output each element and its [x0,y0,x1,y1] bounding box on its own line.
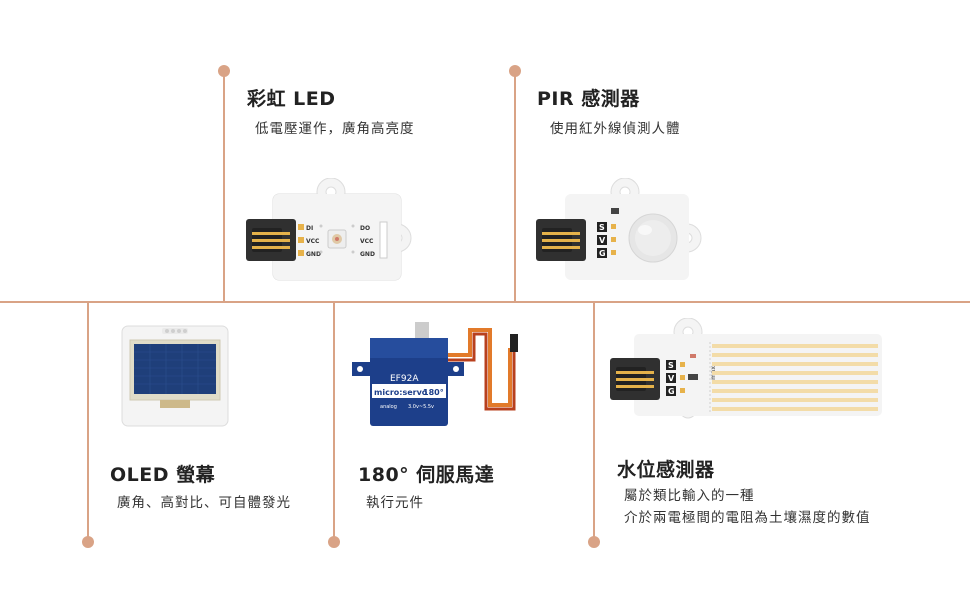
rainbow-led-pin-di: DI [306,225,313,232]
servo-model-label: EF92A [390,374,419,384]
pir-pin-s: S [599,223,605,232]
timeline-dot-servo [328,536,340,548]
servo-title: 180° 伺服馬達 [358,464,495,486]
rainbow-led-title: 彩虹 LED [247,88,336,110]
rainbow-led-pin-do: DO [360,225,370,232]
timeline-horizontal [0,301,970,303]
connector-servo [333,302,335,542]
pir-title: PIR 感測器 [537,88,640,110]
water-title: 水位感測器 [617,459,715,481]
water-desc-line1: 屬於類比輸入的一種 [624,488,755,504]
connector-water [593,302,595,542]
water-pin-g: G [668,387,675,396]
water-desc-line2: 介於兩電極間的電阻為土壤濕度的數值 [624,510,871,526]
rainbow-led-pin-gnd-left: GND [306,251,321,258]
pir-module-image: S V G [536,178,702,280]
rainbow-led-desc: 低電壓運作，廣角高亮度 [255,121,415,137]
servo-voltage-label: 3.0v~5.5v [408,404,434,410]
rainbow-led-pin-vcc-left: VCC [306,238,320,245]
rainbow-led-pin-vcc-right: VCC [360,238,374,245]
connector-pir [514,72,516,302]
servo-brand-label: micro:servo [374,388,428,397]
rainbow-led-pin-gnd-right: GND [360,251,375,258]
water-pin-s: S [668,361,674,370]
water-sensor-image: S V G max [610,318,882,419]
oled-title: OLED 螢幕 [110,464,216,486]
oled-desc: 廣角、高對比、可自體發光 [117,495,291,511]
rainbow-led-module-image: DI VCC GND DO VCC GND [246,178,412,281]
servo-angle-label: 180° [423,388,444,397]
timeline-dot-water [588,536,600,548]
timeline-dot-rainbow-led [218,65,230,77]
timeline-dot-oled [82,536,94,548]
water-pin-v: V [668,374,675,383]
pir-desc: 使用紅外線偵測人體 [550,121,681,137]
connector-rainbow-led [223,72,225,302]
pir-pin-v: V [599,236,606,245]
pir-pin-g: G [599,249,606,258]
servo-desc: 執行元件 [366,495,424,511]
connector-oled [87,302,89,542]
timeline-dot-pir [509,65,521,77]
servo-type-label: analog [380,404,397,410]
servo-image: EF92A micro:servo 180° analog 3.0v~5.5v [352,322,518,426]
oled-module-image [121,325,229,427]
